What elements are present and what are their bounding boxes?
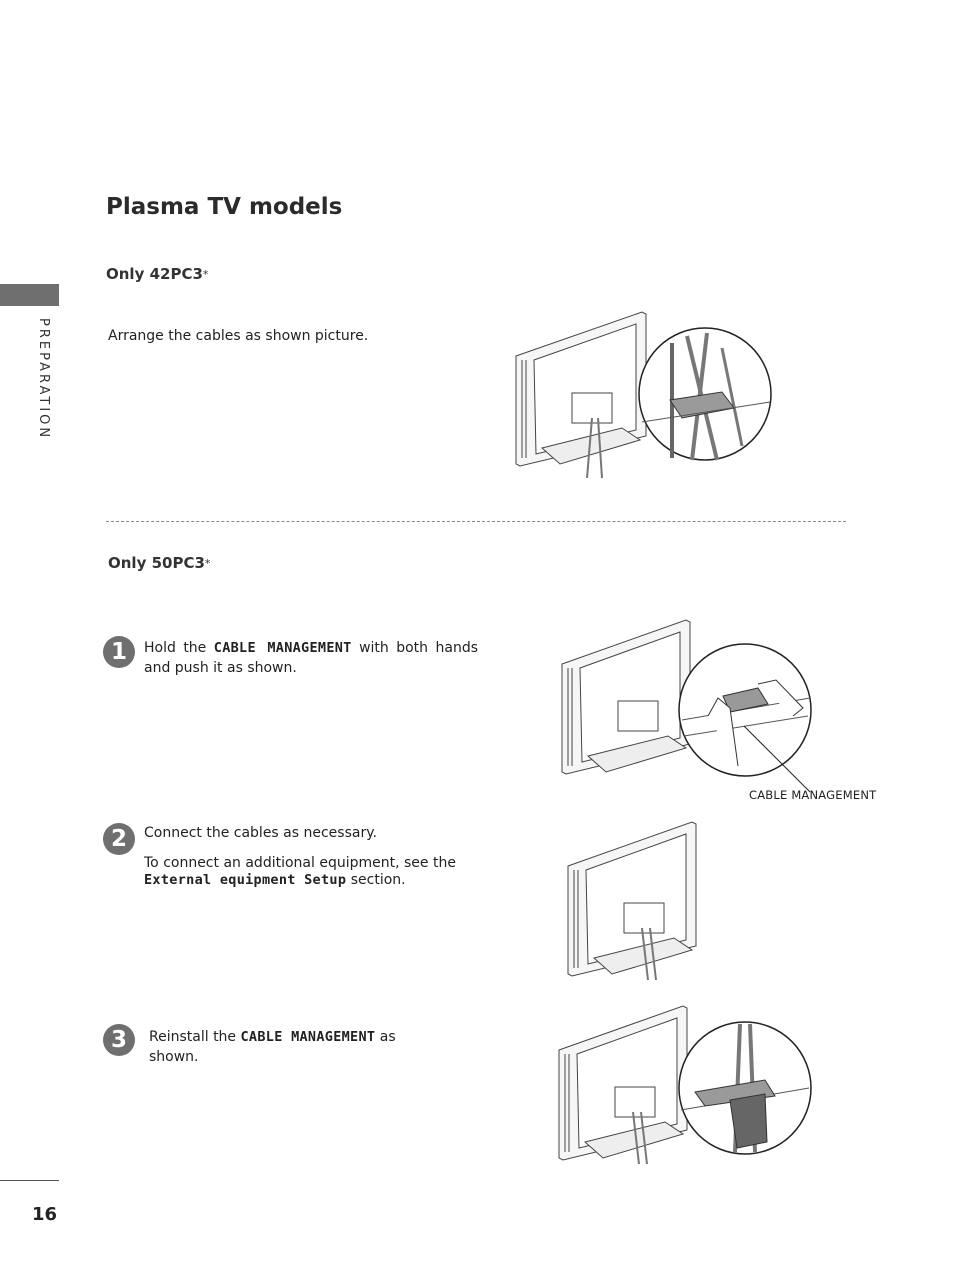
figure-step-2-connect-cables [567,821,697,981]
step-1-text-after: with both hands and push it as shown. [144,640,479,676]
step-1-badge: 1 [103,636,135,668]
heading-42pc3: Only 42PC3* [106,265,208,283]
section-label: PREPARATION [36,318,51,441]
step-3-text-before: Reinstall the [149,1029,237,1045]
heading-50pc3: Only 50PC3* [108,554,210,572]
page-title: Plasma TV models [106,194,343,220]
step-2-line-2-after: section. [350,872,406,888]
step-2-text: Connect the cables as necessary. To conn… [144,823,484,889]
step-2-badge: 2 [103,823,135,855]
step-3-badge: 3 [103,1024,135,1056]
footer-rule [0,1180,59,1181]
heading-42pc3-text: Only 42PC3 [106,265,203,283]
heading-50pc3-asterisk: * [204,557,211,570]
heading-50pc3-text: Only 50PC3 [108,554,205,572]
step-3-text-after: as shown. [149,1029,396,1065]
section-divider [106,521,846,522]
step-2-highlight: External equipment Setup [144,872,347,888]
step-3-highlight: CABLE MANAGEMENT [240,1029,376,1045]
figure-42pc3-cable-arrangement [515,311,772,479]
figure-step-1-push-cable-management [561,619,812,793]
figure-step-3-reinstall-cable-management [558,1005,812,1165]
step-1-text-before: Hold the [144,640,207,656]
section-tab-marker [0,284,59,306]
step-1-highlight: CABLE MANAGEMENT [213,640,352,656]
instruction-42pc3: Arrange the cables as shown picture. [108,328,369,344]
step-3-text: Reinstall the CABLE MANAGEMENT as shown. [149,1027,449,1067]
heading-42pc3-asterisk: * [202,268,209,281]
step-1-text: Hold the CABLE MANAGEMENT with both hand… [144,638,478,678]
page-number: 16 [32,1204,58,1225]
step-2-line-1: Connect the cables as necessary. [144,825,377,841]
step-2-line-2-before: To connect an additional equipment, see … [144,855,456,871]
step-2-line-2: To connect an additional equipment, see … [144,855,484,889]
figure-caption-cable-management: CABLE MANAGEMENT [749,788,877,802]
